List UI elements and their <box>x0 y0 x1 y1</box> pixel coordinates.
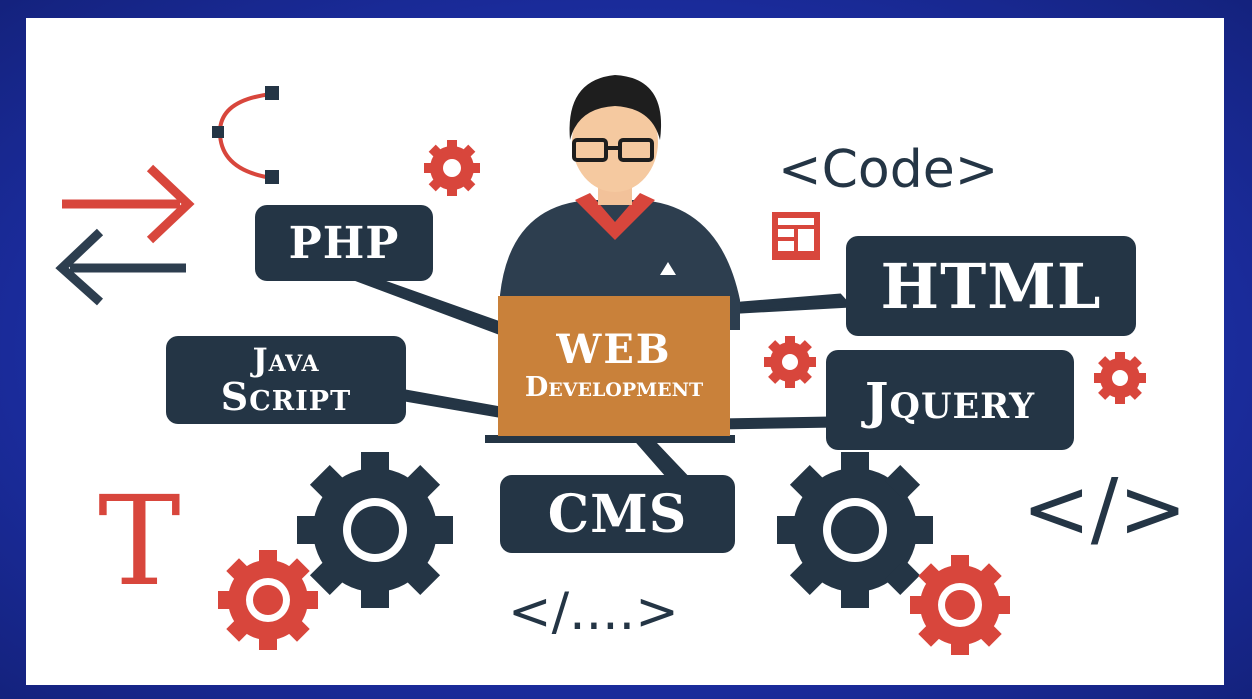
javascript-connector <box>397 387 514 420</box>
jquery-connector <box>718 416 838 430</box>
javascript-label-line1: Java <box>252 341 320 379</box>
gear-icon <box>424 140 480 196</box>
cms-label: CMS <box>500 475 735 553</box>
gear-icon <box>297 452 453 608</box>
jquery-label: Jquery <box>826 350 1074 450</box>
html-label: HTML <box>846 236 1136 336</box>
javascript-label: Java Script <box>166 336 406 424</box>
ellipsis-tag-text: </....> <box>508 582 679 642</box>
laptop-screen: WEB Development <box>498 296 730 436</box>
gear-icon <box>910 555 1010 655</box>
arrows-exchange-icon <box>55 164 195 306</box>
gear-icon <box>218 550 318 650</box>
php-label: PHP <box>255 205 433 281</box>
laptop-title-line2: Development <box>524 372 704 403</box>
layout-icon <box>772 212 820 260</box>
text-icon: T <box>98 470 181 614</box>
php-label-text: PHP <box>288 217 400 269</box>
gear-icon <box>777 452 933 608</box>
html-label-text: HTML <box>880 249 1102 323</box>
code-tag-text: <Code> <box>778 140 999 200</box>
bezier-curve-icon <box>212 86 279 184</box>
jquery-label-text: Jquery <box>864 370 1036 430</box>
laptop-title-line1: WEB <box>556 326 672 373</box>
javascript-label-line2: Script <box>220 374 352 419</box>
developer-figure-icon <box>500 75 740 330</box>
gear-icon <box>1094 352 1146 404</box>
gear-icon <box>764 336 816 388</box>
laptop-base <box>485 435 735 443</box>
cms-label-text: CMS <box>547 483 688 545</box>
close-tag-text: </> <box>1022 462 1188 557</box>
